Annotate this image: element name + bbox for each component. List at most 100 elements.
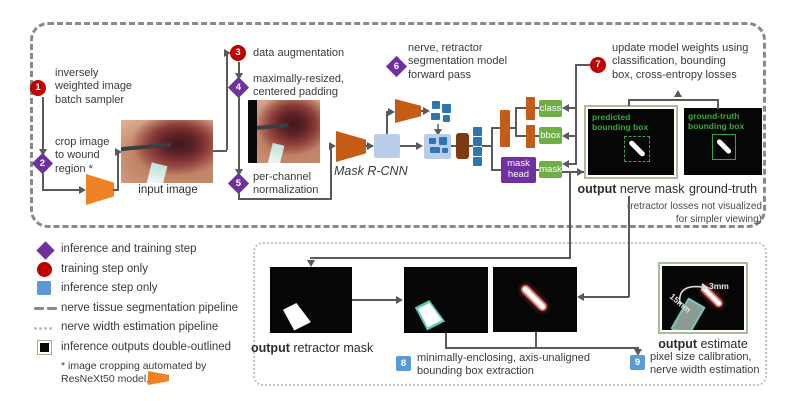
arrowhead-right [388, 108, 395, 116]
retractor-losses-note: (retractor losses not visualized for sim… [626, 201, 762, 225]
arrowhead-right [115, 148, 122, 156]
feature-map-box [374, 134, 400, 158]
legend-item-circle: training step only [61, 263, 148, 275]
retractor-icon [267, 142, 285, 163]
connector-line [469, 145, 473, 147]
arrowhead-left [562, 160, 569, 168]
padded-image-photo [248, 100, 320, 163]
step-3-marker: 3 [230, 45, 246, 61]
connector-line [515, 107, 526, 109]
proposal-square-icon [432, 101, 440, 109]
mask-head-box: mask head [501, 157, 536, 183]
arrowhead-down [39, 149, 47, 156]
proposal-square-icon [442, 104, 451, 113]
legend-footnote: * image cropping automated by ResNeXt50 … [61, 360, 207, 385]
connector-line [584, 296, 629, 298]
step-8-label: minimally-enclosing, axis-unaligned boun… [417, 352, 591, 378]
step-9-label: pixel size calibration, nerve width esti… [650, 351, 760, 377]
width-measure-arrow-icon [678, 283, 709, 305]
arrowhead-down [434, 129, 442, 136]
retractor-shape-outlined [414, 298, 446, 332]
connector-line [569, 171, 571, 258]
arrowhead-left [562, 104, 569, 112]
connector-line [491, 127, 493, 171]
legend-dashed-line-icon [34, 307, 44, 310]
legend-square-icon [37, 281, 51, 295]
bbox-head-block [526, 125, 535, 148]
width-label: 3mm [709, 281, 729, 291]
connector-line [491, 169, 501, 171]
output-estimate-caption: output estimate [658, 337, 748, 351]
connector-line [536, 169, 539, 171]
connector-line [113, 189, 119, 191]
roi-square-icon [439, 137, 447, 145]
step-1-label: inversely weighted image batch sampler [55, 67, 133, 106]
arrowhead-right [577, 168, 584, 176]
connector-line [575, 64, 590, 66]
connector-line [42, 189, 82, 191]
roi-square-icon [430, 147, 440, 153]
surgical-instrument-icon [121, 142, 172, 152]
connector-line [515, 135, 526, 137]
nerve-segmentation-pipeline-border [30, 22, 766, 228]
connector-line [535, 135, 539, 137]
output-nerve-mask-image: predicted bounding box [584, 105, 678, 179]
connector-line [510, 127, 516, 129]
connector-line [445, 333, 447, 349]
nerve-width-estimation-pipeline-border [253, 242, 767, 386]
step-6-label: nerve, retractor segmentation model forw… [408, 42, 508, 81]
resnext50-trapezoid-icon [148, 371, 169, 385]
feature-column-square-icon [473, 157, 482, 166]
feature-column-square-icon [473, 147, 482, 156]
connector-line [628, 99, 630, 106]
connector-line [515, 107, 517, 137]
arrowhead-down [307, 260, 315, 267]
ground-truth-image: ground-truth bounding box [684, 108, 762, 175]
step-7-marker: 7 [590, 57, 606, 73]
arrowhead-right [329, 142, 336, 150]
legend-dotted-line-icon [39, 327, 42, 330]
arrowhead-right [224, 49, 231, 57]
connector-line [575, 64, 577, 165]
arrowhead-down [235, 73, 243, 80]
arrowhead-right [367, 142, 374, 150]
nerve-streak [521, 285, 547, 311]
legend-diamond-icon [36, 241, 55, 260]
output-nerve-mask-caption: output nerve mask [577, 182, 685, 196]
dashed-connector-line [437, 124, 439, 131]
output-estimate-image: 15mm 3mm [658, 262, 748, 334]
connector-line [386, 112, 388, 134]
class-head-block [526, 97, 535, 120]
legend-item-diamond: inference and training step [61, 243, 197, 255]
connector-line [451, 145, 456, 147]
connector-line [238, 62, 240, 76]
connector-line [628, 99, 719, 101]
shared-head-block [500, 110, 510, 147]
connector-line [352, 299, 398, 301]
step-3-label: data augmentation [253, 47, 345, 59]
predicted-bbox-frame [624, 136, 650, 162]
feature-column-square-icon [473, 137, 482, 146]
input-image-photo [121, 120, 213, 183]
connector-line [238, 96, 240, 174]
legend-item-double: inference outputs double-outlined [61, 341, 232, 353]
connector-line [482, 145, 492, 147]
legend-double-outline-icon [37, 340, 52, 355]
arrowhead-right [396, 296, 403, 304]
connector-line [226, 52, 228, 150]
ground-truth-bbox-annotation: ground-truth bounding box [688, 111, 745, 132]
arrowhead-down [634, 349, 642, 356]
step-9-marker: 9 [630, 355, 645, 370]
arrowhead-down [235, 169, 243, 176]
arrowhead-up [674, 90, 682, 97]
proposal-square-icon [431, 113, 440, 120]
connector-line [213, 150, 227, 152]
connector-line [330, 146, 332, 200]
connector-line [535, 107, 539, 109]
connector-line [567, 163, 575, 165]
legend-dotted-line-icon [34, 327, 37, 330]
connector-line [117, 151, 119, 191]
surgical-instrument-icon [248, 123, 288, 132]
legend-item-dotted: nerve width estimation pipeline [61, 321, 219, 333]
